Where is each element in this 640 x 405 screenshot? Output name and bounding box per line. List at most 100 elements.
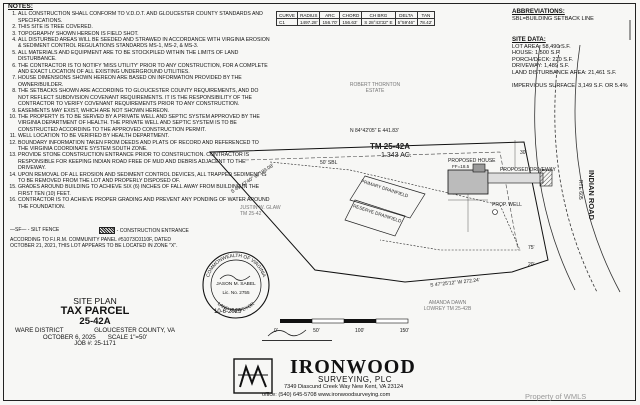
proposed-driveway [487,172,544,184]
title-scale: SCALE 1"=50' [107,334,148,341]
mls-watermark: Property of WMLS [525,392,587,401]
note-item: ALL MATERIALS AND EQUIPMENT ARE TO BE ST… [18,50,270,63]
firm-address: 7349 Diascund Creek Way New Kent, VA 231… [284,384,404,390]
curve-cell: 1497.28' [296,18,321,26]
note-item: WELL LOCATION TO BE VERIFIED BY HEALTH D… [18,133,270,139]
neighbor-south-label: AMANDA DAWN LOWREY TM 25-42B [423,300,472,312]
setback-50-label: 50' SBL [320,160,338,166]
graphic-scale [280,318,409,324]
silt-fence-line [269,161,521,251]
note-item: GRADES AROUND BUILDING TO ACHIEVE SIX (6… [18,184,270,197]
sheet-border [3,3,636,401]
notes-list: ALL CONSTRUCTION SHALL CONFORM TO V.D.O.… [8,11,270,210]
scale-labels: 0' 50' 100' 150' [274,328,409,334]
reserve-drainfield-outline [344,199,406,237]
scale-segment [280,319,312,323]
legend-silt-fence: —SF— - SILT FENCE [10,227,59,234]
well-symbol [492,209,498,215]
flood-zone-note: ACCORDING TO F.I.R.M. COMMUNITY PANEL #5… [10,237,178,250]
proposed-well-label: PROP. WELL [492,202,522,208]
setback-75-label: 75' [528,245,535,251]
title-date: OCTOBER 6, 2025 [42,334,96,341]
neighbor-west-label: JUSTIN W. GLAW TM 25-42 [240,205,281,217]
construction-entrance-symbol [99,227,116,234]
note-item: ALL DISTURBED AREAS WILL BE SEEDED AND S… [18,37,270,50]
seal-date: 10-6-2025 [214,309,242,315]
abbreviations: ABBREVIATIONS: SBL=BUILDING SETBACK LINE [512,8,632,22]
curve-cell: 78.42' [416,18,436,26]
scale-label: 50' [313,328,320,334]
title-job-number: JOB #: 25-1171 [74,341,116,347]
firm-subtitle: SURVEYING, PLC [318,375,392,384]
legend-silt-fence-label: - SILT FENCE [27,227,60,233]
note-item: BOUNDARY INFORMATION TAKEN FROM DEEDS AN… [18,140,270,153]
acreage-label: 1.343 AC. [381,152,412,159]
title-parcel-number: 25-42A [79,316,111,327]
note-item: THE CONTRACTOR IS TO NOTIFY 'MISS UTILIT… [18,63,270,76]
scale-label: 100' [355,328,365,334]
title-tax-parcel: TAX PARCEL [60,305,130,317]
setback-line [244,151,519,251]
finished-floor-label: FF=18.5 [452,164,470,169]
title-block: SITE PLAN TAX PARCEL 25-42A WARE DISTRIC… [15,296,175,348]
title-row-district: WARE DISTRICT GLOUCESTER COUNTY, VA [15,327,175,334]
general-notes: NOTES: ALL CONSTRUCTION SHALL CONFORM TO… [8,3,270,210]
firm-name: IRONWOOD [290,356,416,378]
legend-construction-entrance: - CONSTRUCTION ENTRANCE [99,227,189,234]
title-district: WARE DISTRICT [15,327,64,334]
curve-table-row: C1 1497.28' 156.70' 156.63' S 28°43'32" … [276,18,436,26]
note-item: THE PROPERTY IS TO BE SERVED BY A PRIVAT… [18,114,270,133]
note-item: HOUSE DIMENSIONS SHOWN HEREON ARE BASED … [18,75,270,88]
note-item: EASEMENTS MAY EXIST, WHICH ARE NOT SHOWN… [18,108,270,114]
silt-fence-symbol: —SF— [10,227,27,233]
setback-30-label: 30' [520,150,527,156]
scale-label: 0' [274,328,278,334]
property-boundary [208,141,549,283]
site-data-item: IMPERVIOUS SURFACE: 3,149 S.F. OR 5.4% [512,83,628,90]
scale-segment [344,319,376,323]
title-row-date: OCTOBER 6, 2025 SCALE 1"=50' [15,334,175,341]
site-data-item: HOUSE: 1,500 S.F. [512,50,561,57]
setback-20-label: 20' [528,262,535,268]
neighbor-north-label: ROBERT THORNTON ESTATE [349,82,401,94]
note-item: UPON REMOVAL OF ALL EROSION AND SEDIMENT… [18,172,270,185]
note-item: CONTRACTOR IS TO ACHIEVE PROPER GRADING … [18,197,270,210]
site-data-item: LOT AREA: 58,490 S.F. [512,43,571,50]
construction-entrance [539,169,553,187]
porch [472,163,486,173]
scale-label: 150' [399,328,409,334]
note-item: THE SETBACKS SHOWN ARE ACCORDING TO GLOU… [18,88,270,107]
site-data-item: PORCH/DECK: 220 S.F. [512,56,573,63]
legend-construction-entrance-label: - CONSTRUCTION ENTRANCE [116,227,189,234]
title-site-plan: SITE PLAN [73,296,117,306]
notes-heading: NOTES: [8,3,33,10]
site-data: SITE DATA: LOT AREA: 58,490 S.F. HOUSE: … [512,36,634,90]
note-item: PROVIDE STONE CONSTRUCTION ENTRANCE PRIO… [18,152,270,171]
seal-license-number: Lic. No. 2755 [222,290,250,295]
proposed-driveway-label: PROPOSED DRIVEWAY [500,167,556,173]
title-county: GLOUCESTER COUNTY, VA [94,327,175,334]
road-route-label: RTE 605 [577,180,583,200]
north-bearing-label: N 84°42'05" E 441.83' [350,128,399,134]
seal-surveyor-name: JASON M. SABEL [216,281,256,287]
scale-segment [311,318,345,324]
signature-line [262,340,332,341]
curve-table: CURVE RADIUS ARC CHORD CH BRG DELTA TAN … [276,11,436,26]
curve-cell: S 28°43'32" E [361,18,396,26]
signature-scribble [267,329,307,337]
road-centerline [554,44,598,293]
abbreviation-item: SBL=BUILDING SETBACK LINE [512,15,594,22]
scale-segment [375,318,409,324]
ironwood-logo-icon [233,358,273,394]
surveyor-signature [219,274,251,281]
note-item: THIS SITE IS TREE COVERED. [18,24,270,30]
proposed-house [447,169,489,195]
firm-contact: office: (540) 645-5708 www.ironwoodsurve… [262,392,391,398]
abbreviations-heading: ABBREVIATIONS: [512,8,565,15]
primary-drainfield-outline [349,175,426,219]
site-data-item: LAND DISTURBANCE AREA: 21,461 S.F. [512,69,617,76]
surveyor-seal-inner [210,259,262,311]
site-data-heading: SITE DATA: [512,36,546,43]
